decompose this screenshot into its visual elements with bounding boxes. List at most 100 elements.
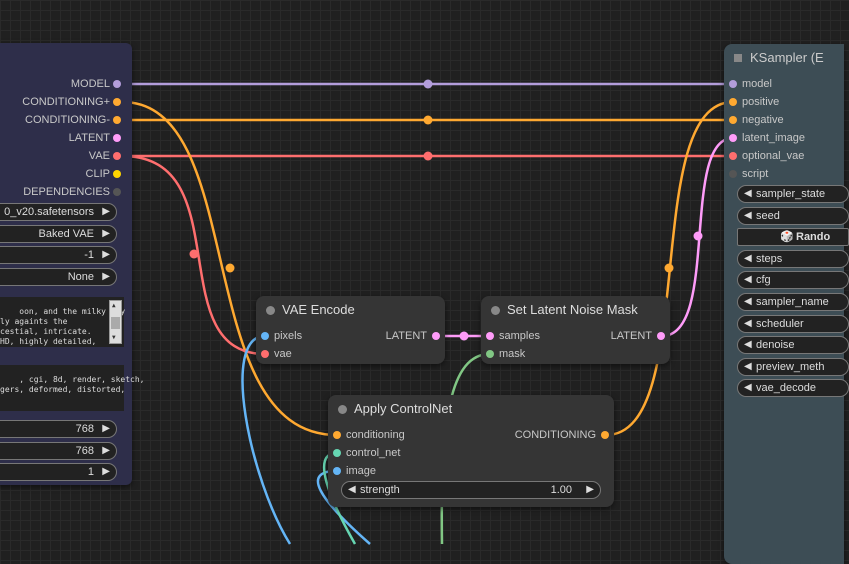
combo-widget[interactable]: Baked VAE▶: [0, 224, 117, 243]
combo-widget[interactable]: 0_v20.safetensors▶: [0, 203, 117, 221]
number-widget[interactable]: 768▶: [0, 420, 117, 438]
decrement-arrow-icon[interactable]: ◀: [744, 339, 752, 351]
output-slot-latent[interactable]: LATENT: [0, 129, 121, 147]
decrement-arrow-icon[interactable]: ◀: [744, 209, 752, 221]
increment-arrow-icon[interactable]: ▶: [102, 227, 110, 239]
input-socket-icon[interactable]: [729, 134, 737, 142]
output-socket-icon[interactable]: [113, 170, 121, 178]
decrement-arrow-icon[interactable]: ◀: [744, 252, 752, 264]
input-socket-icon[interactable]: [333, 449, 341, 457]
textarea-scrollbar[interactable]: ▲ ▼: [109, 300, 122, 344]
input-socket-icon[interactable]: [486, 350, 494, 358]
input-slot-model[interactable]: model: [729, 75, 772, 93]
combo-widget[interactable]: None▶: [0, 267, 117, 286]
collapse-dot-icon[interactable]: [338, 405, 347, 414]
positive-prompt-textarea[interactable]: oon, and the milky way ly againts the ce…: [0, 297, 125, 347]
wire-conditioning-positive: [121, 100, 338, 437]
widget-seed[interactable]: ◀seed: [737, 206, 849, 225]
input-socket-icon[interactable]: [486, 332, 494, 340]
input-slot-latent-image[interactable]: latent_image: [729, 129, 805, 147]
widget-sampler-state[interactable]: ◀sampler_state: [737, 185, 849, 203]
increment-arrow-icon[interactable]: ▶: [102, 466, 110, 477]
output-socket-icon[interactable]: [113, 134, 121, 142]
widget-preview-meth[interactable]: ◀preview_meth: [737, 357, 849, 376]
output-slot-conditioning-[interactable]: CONDITIONING-: [0, 111, 121, 129]
widget-steps[interactable]: ◀steps: [737, 249, 849, 268]
negative-prompt-textarea[interactable]: , cgi, 8d, render, sketch, gers, deforme…: [0, 365, 145, 411]
output-socket-icon[interactable]: [113, 116, 121, 124]
input-socket-icon[interactable]: [261, 350, 269, 358]
widget-vae-decode[interactable]: ◀vae_decode: [737, 379, 849, 398]
latent-mask-title[interactable]: Set Latent Noise Mask: [481, 296, 670, 324]
output-slot-model[interactable]: MODEL: [0, 75, 121, 93]
input-slot-conditioning[interactable]: conditioning: [333, 426, 405, 444]
widget-cfg[interactable]: ◀cfg: [737, 271, 849, 290]
output-slot-conditioning-[interactable]: CONDITIONING+: [0, 93, 121, 111]
input-slot-control-net[interactable]: control_net: [333, 444, 400, 462]
output-slot-clip[interactable]: CLIP: [0, 165, 121, 183]
output-slot-vae[interactable]: VAE: [0, 147, 121, 165]
decrement-arrow-icon[interactable]: ◀: [744, 317, 752, 329]
input-slot-pixels[interactable]: pixels: [261, 327, 302, 345]
input-socket-icon[interactable]: [333, 467, 341, 475]
collapse-square-icon[interactable]: [734, 54, 742, 62]
seed-randomize-button[interactable]: 🎲Rando: [737, 228, 849, 247]
output-socket-icon[interactable]: [432, 332, 440, 340]
output-socket-icon[interactable]: [113, 152, 121, 160]
increment-arrow-icon[interactable]: ▶: [102, 270, 110, 282]
vae-encode-title[interactable]: VAE Encode: [256, 296, 445, 324]
output-socket-icon[interactable]: [113, 188, 121, 196]
number-widget[interactable]: 768▶: [0, 441, 117, 460]
input-socket-icon[interactable]: [729, 80, 737, 88]
increment-arrow-icon[interactable]: ▶: [102, 423, 110, 434]
input-slot-vae[interactable]: vae: [261, 345, 292, 363]
input-socket-icon[interactable]: [261, 332, 269, 340]
input-slot-image[interactable]: image: [333, 462, 376, 480]
increment-arrow-icon[interactable]: ▶: [586, 484, 594, 495]
collapse-dot-icon[interactable]: [266, 306, 275, 315]
input-slot-mask[interactable]: mask: [486, 345, 525, 363]
input-socket-icon[interactable]: [729, 170, 737, 178]
increment-arrow-icon[interactable]: ▶: [102, 206, 110, 217]
increment-arrow-icon[interactable]: ▶: [102, 249, 110, 260]
input-slot-negative[interactable]: negative: [729, 111, 784, 129]
output-socket-icon[interactable]: [113, 80, 121, 88]
decrement-arrow-icon[interactable]: ◀: [744, 382, 752, 394]
input-slot-positive[interactable]: positive: [729, 93, 779, 111]
decrement-arrow-icon[interactable]: ◀: [744, 360, 752, 372]
controlnet-title[interactable]: Apply ControlNet: [328, 395, 614, 423]
number-widget[interactable]: 1▶: [0, 463, 117, 481]
decrement-arrow-icon[interactable]: ◀: [744, 274, 752, 286]
output-slot-dependencies[interactable]: DEPENDENCIES: [0, 183, 121, 201]
widget-sampler-name[interactable]: ◀sampler_name: [737, 293, 849, 311]
output-socket-icon[interactable]: [601, 431, 609, 439]
wire-conditioning-out: [605, 100, 734, 437]
output-slot-conditioning[interactable]: CONDITIONING: [515, 426, 609, 444]
input-slot-optional-vae[interactable]: optional_vae: [729, 147, 804, 165]
output-socket-icon[interactable]: [113, 98, 121, 106]
output-slot-latent[interactable]: LATENT: [611, 327, 665, 345]
input-socket-icon[interactable]: [333, 431, 341, 439]
input-socket-icon[interactable]: [729, 116, 737, 124]
decrement-arrow-icon[interactable]: ◀: [744, 296, 752, 307]
decrement-arrow-icon[interactable]: ◀: [348, 484, 356, 495]
collapse-dot-icon[interactable]: [491, 306, 500, 315]
widget-scheduler[interactable]: ◀scheduler: [737, 314, 849, 333]
output-slot-latent[interactable]: LATENT: [386, 327, 440, 345]
output-socket-icon[interactable]: [657, 332, 665, 340]
decrement-arrow-icon[interactable]: ◀: [744, 188, 752, 199]
input-socket-icon[interactable]: [729, 152, 737, 160]
input-slot-script[interactable]: script: [729, 165, 768, 183]
input-socket-icon[interactable]: [729, 98, 737, 106]
ksampler-title[interactable]: KSampler (E: [724, 44, 844, 72]
increment-arrow-icon[interactable]: ▶: [102, 444, 110, 456]
input-slot-samples[interactable]: samples: [486, 327, 540, 345]
widget-denoise[interactable]: ◀denoise: [737, 336, 849, 355]
combo-widget[interactable]: -1▶: [0, 246, 117, 264]
strength-widget[interactable]: ◀ strength 1.00 ▶: [341, 481, 601, 499]
